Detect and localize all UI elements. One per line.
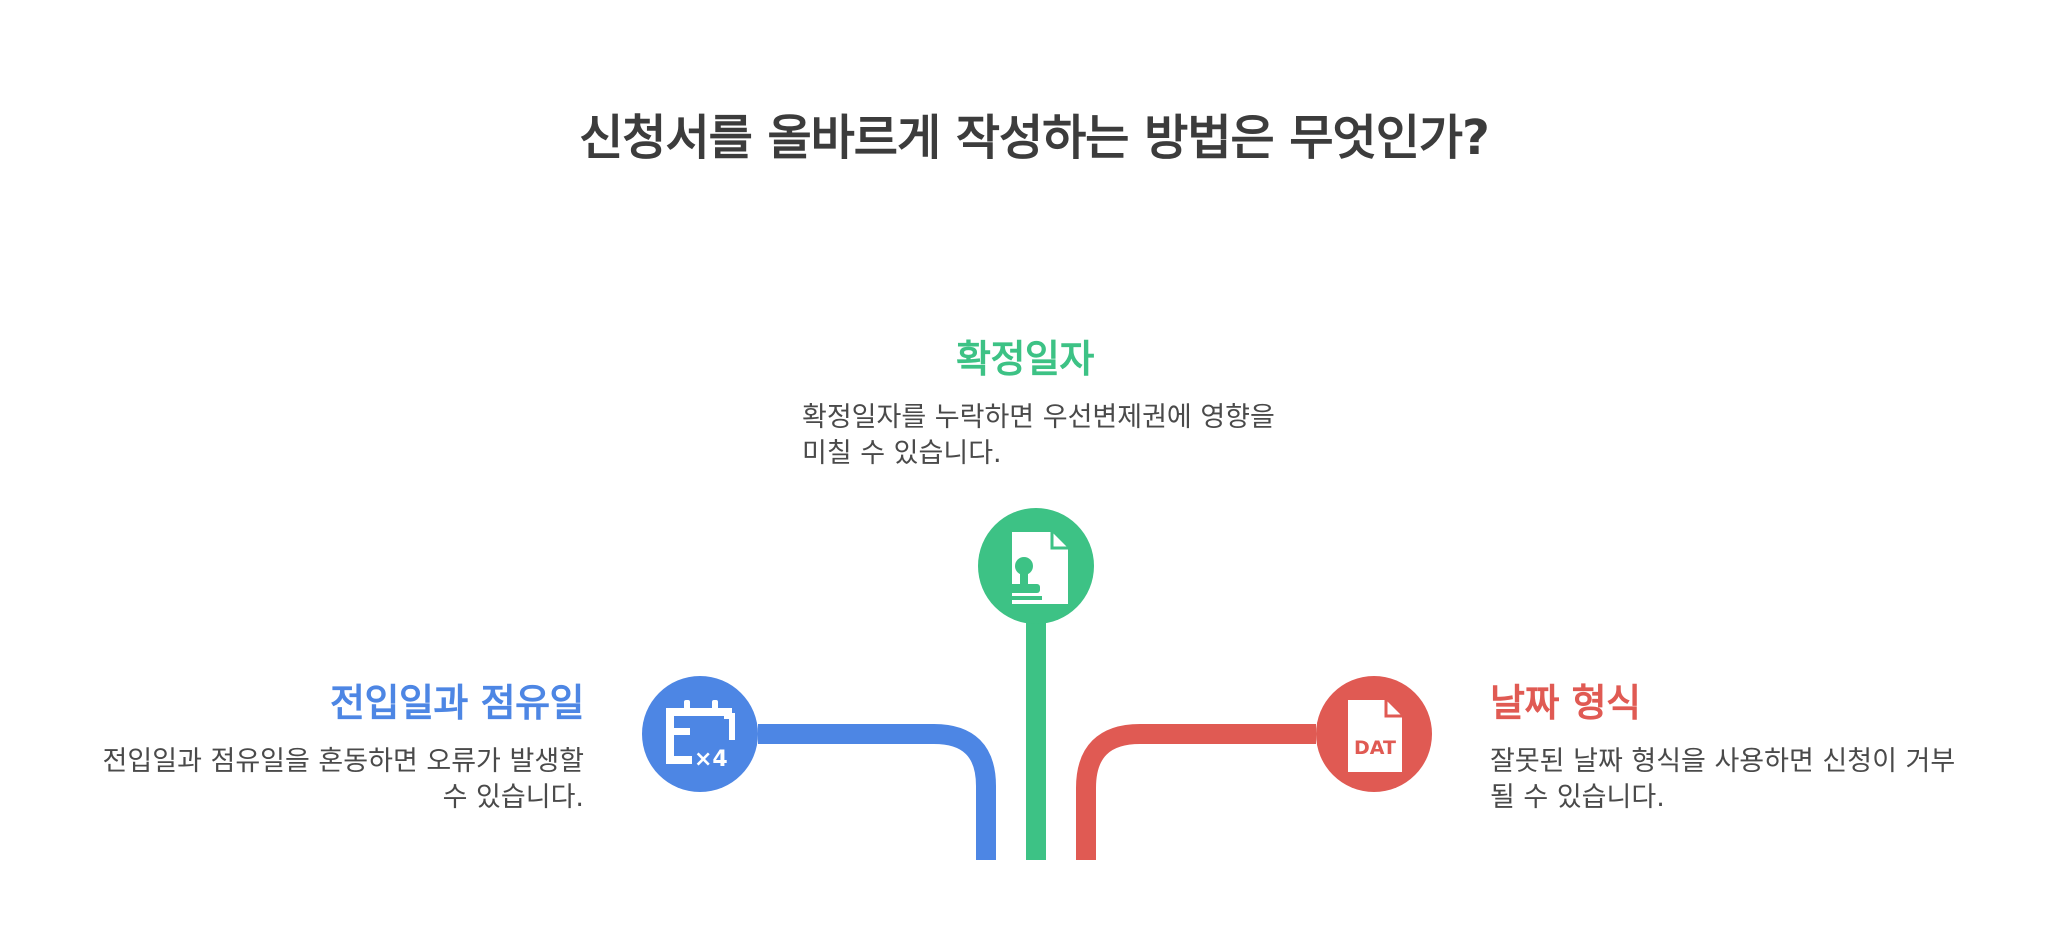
branch-heading-move-in-date: 전입일과 점유일 bbox=[330, 681, 584, 725]
stamped-document-icon bbox=[978, 508, 1094, 624]
page-title: 신청서를 올바르게 작성하는 방법은 무엇인가? bbox=[579, 110, 1490, 166]
dat-file-icon: DAT bbox=[1316, 676, 1432, 792]
branch-line-right bbox=[1076, 724, 1316, 860]
branch-description-move-in-date: 전입일과 점유일을 혼동하면 오류가 발생할 수 있습니다. bbox=[102, 746, 584, 813]
svg-text:DAT: DAT bbox=[1354, 737, 1396, 759]
branch-description-fixed-date: 확정일자를 누락하면 우선변제권에 영향을 미칠 수 있습니다. bbox=[802, 402, 1275, 469]
branch-heading-fixed-date: 확정일자 bbox=[956, 337, 1094, 381]
branch-description-date-format: 잘못된 날짜 형식을 사용하면 신청이 거부될 수 있습니다. bbox=[1490, 746, 1956, 813]
branch-line-left bbox=[758, 724, 996, 860]
calendar-x4-icon: ×4 bbox=[642, 676, 758, 792]
svg-text:×4: ×4 bbox=[694, 747, 728, 772]
branch-heading-date-format: 날짜 형식 bbox=[1490, 681, 1641, 725]
